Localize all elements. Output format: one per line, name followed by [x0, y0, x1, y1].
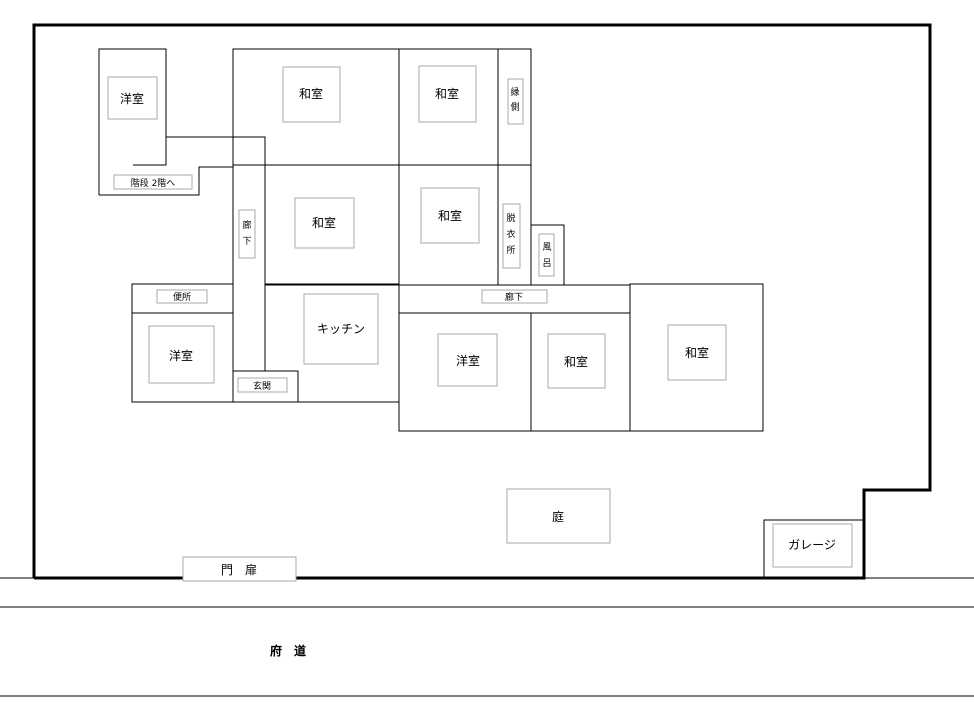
room-label-datsuijo-3: 所 [506, 245, 515, 256]
room-label-benjo: 便所 [173, 291, 191, 303]
room-label-box-engawa [507, 78, 524, 125]
room-label-box-furo [538, 233, 555, 277]
room-label-engawa-2: 側 [510, 101, 519, 113]
room-label-yoshitsu-mid: 洋室 [456, 353, 480, 368]
room-label-box-yoshitsu-mid [437, 333, 498, 387]
garage [763, 519, 865, 579]
room-label-datsuijo-1: 脱 [506, 212, 515, 224]
room-label-yoshitsu-left: 洋室 [169, 348, 193, 363]
room-washitsu-6 [629, 283, 764, 432]
room-label-washitsu-6: 和室 [685, 345, 709, 360]
room-label-box-rouka-vertical [238, 209, 256, 259]
room-label-engawa-1: 縁 [510, 86, 519, 98]
gate [182, 556, 297, 582]
room-label-washitsu-5: 和室 [564, 354, 588, 369]
room-label-box-washitsu-6 [667, 324, 727, 381]
room-label-furo-2: 呂 [542, 258, 551, 269]
room-label-rouka-vertical-1: 廊 [242, 219, 251, 231]
room-label-box-washitsu-5 [547, 333, 606, 389]
road-label: 府 道 [270, 643, 306, 658]
room-label-box-benjo [156, 289, 208, 304]
room-label-box-kaidan [113, 174, 193, 190]
room-label-box-yoshitsu-topleft [107, 76, 158, 120]
room-label-box-washitsu-3 [294, 197, 355, 249]
garden-label: 庭 [552, 509, 564, 524]
room-label-box-kitchen [303, 293, 379, 365]
room-label-washitsu-1: 和室 [299, 86, 323, 101]
room-label-box-genkan [237, 377, 288, 393]
garage-label: ガレージ [788, 538, 836, 552]
room-label-washitsu-4: 和室 [438, 208, 462, 223]
room-label-genkan: 玄関 [253, 380, 271, 392]
garage-label-box [772, 523, 853, 568]
room-label-box-washitsu-1 [282, 66, 341, 123]
wall-stair-top [166, 136, 266, 371]
room-genkan [232, 370, 299, 403]
room-label-box-rouka-horizontal [481, 289, 548, 304]
room-label-box-washitsu-2 [418, 65, 477, 123]
room-label-kitchen: キッチン [317, 322, 365, 336]
room-label-yoshitsu-topleft: 洋室 [120, 91, 144, 106]
room-yoshitsu-topleft [98, 48, 167, 195]
room-label-kaidan: 階段 2階へ [131, 177, 176, 189]
room-label-rouka-vertical-2: 下 [242, 237, 251, 247]
garden-label-box [506, 488, 611, 544]
room-label-datsuijo-2: 衣 [506, 228, 515, 240]
room-label-furo-1: 風 [542, 242, 551, 253]
room-yoshitsu-left [131, 312, 234, 403]
room-label-box-datsuijo [502, 203, 521, 269]
room-label-box-washitsu-4 [420, 187, 480, 244]
room-kaidan [99, 166, 233, 196]
room-label-rouka-horizontal: 廊下 [505, 291, 523, 303]
room-label-washitsu-3: 和室 [312, 215, 336, 230]
gate-label: 門 扉 [221, 563, 257, 577]
room-label-box-yoshitsu-left [148, 325, 215, 384]
room-label-washitsu-2: 和室 [435, 86, 459, 101]
